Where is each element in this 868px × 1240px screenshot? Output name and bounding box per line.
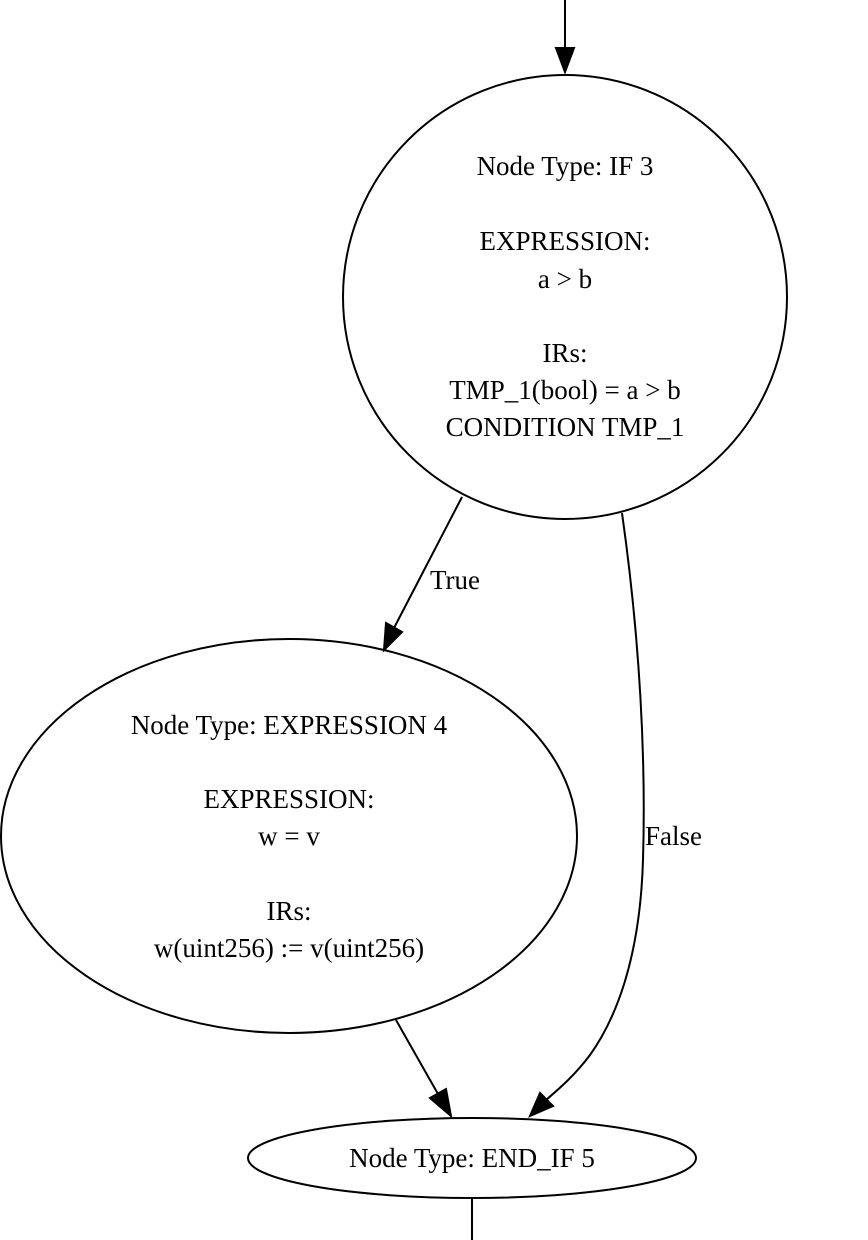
- edge-false: False: [528, 512, 702, 1118]
- ir-line: CONDITION TMP_1: [446, 412, 685, 442]
- node-if-3[interactable]: Node Type: IF 3 EXPRESSION: a > b IRs: T…: [342, 74, 788, 520]
- ir-line: w(uint256) := v(uint256): [154, 933, 424, 963]
- edge-label-true: True: [430, 565, 480, 595]
- node-type-label: Node Type: EXPRESSION 4: [131, 710, 448, 740]
- node-expression-4[interactable]: Node Type: EXPRESSION 4 EXPRESSION: w = …: [0, 638, 578, 1034]
- expression-label: EXPRESSION:: [203, 784, 374, 814]
- node-type-label: Node Type: END_IF 5: [349, 1143, 595, 1173]
- irs-label: IRs:: [542, 338, 587, 368]
- edge-label-false: False: [645, 821, 702, 851]
- expression-label: EXPRESSION:: [479, 226, 650, 256]
- expression-text: w = v: [258, 821, 320, 851]
- edge-true: True: [382, 496, 480, 653]
- node-end-if-5[interactable]: Node Type: END_IF 5: [247, 1117, 697, 1199]
- ir-line: TMP_1(bool) = a > b: [449, 375, 680, 405]
- edge-incoming: [554, 0, 576, 75]
- irs-label: IRs:: [266, 896, 311, 926]
- expression-text: a > b: [538, 264, 592, 294]
- node-type-label: Node Type: IF 3: [477, 151, 654, 181]
- edge-expression-to-endif: [395, 1019, 453, 1119]
